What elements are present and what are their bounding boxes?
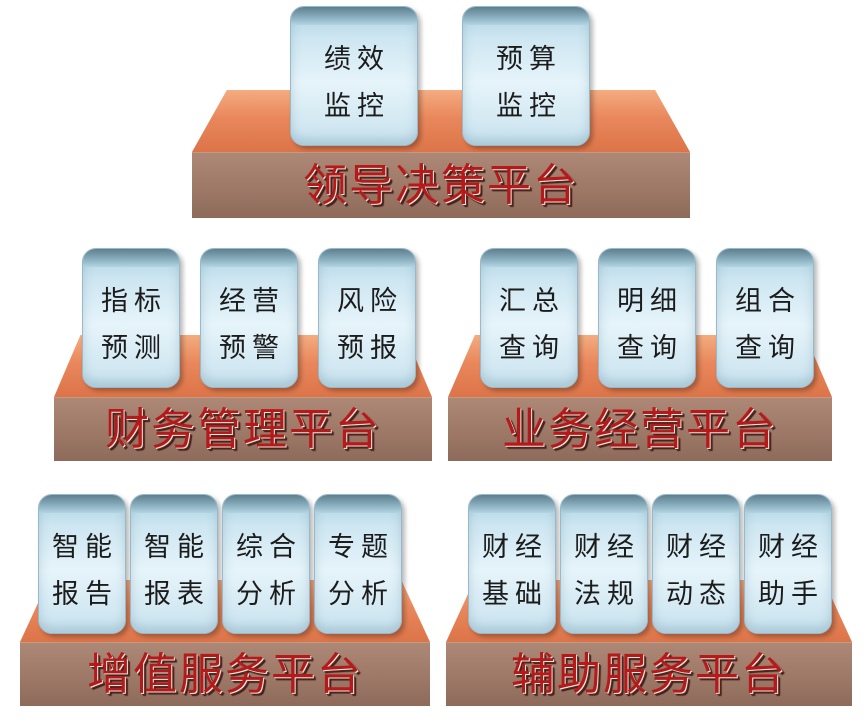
module-box-smart-statement[interactable]: 智能 报表 bbox=[130, 494, 218, 634]
module-line: 财经 bbox=[758, 532, 824, 564]
module-line: 预算 bbox=[496, 44, 562, 76]
module-box-comprehensive-analysis[interactable]: 综合 分析 bbox=[222, 494, 310, 634]
platform-top-face bbox=[192, 90, 690, 152]
module-line: 报告 bbox=[52, 578, 118, 610]
module-line: 查询 bbox=[499, 332, 565, 364]
module-box-finance-regulations[interactable]: 财经 法规 bbox=[560, 494, 648, 634]
module-box-performance-monitoring[interactable]: 绩效 监控 bbox=[290, 6, 418, 146]
module-line: 监控 bbox=[324, 90, 390, 122]
module-box-combined-query[interactable]: 组合 查询 bbox=[716, 248, 814, 388]
module-line: 预报 bbox=[337, 332, 403, 364]
module-line: 预测 bbox=[101, 332, 167, 364]
module-line: 助手 bbox=[758, 578, 824, 610]
module-line: 财经 bbox=[482, 532, 548, 564]
platform-label: 领导决策平台 bbox=[303, 159, 579, 211]
module-line: 预警 bbox=[219, 332, 285, 364]
module-box-finance-assistant[interactable]: 财经 助手 bbox=[744, 494, 832, 634]
platform-front-face: 领导决策平台 bbox=[192, 152, 690, 218]
module-line: 汇总 bbox=[499, 286, 565, 318]
platform-label: 增值服务平台 bbox=[87, 648, 363, 700]
module-line: 经营 bbox=[219, 286, 285, 318]
module-box-finance-basics[interactable]: 财经 基础 bbox=[468, 494, 556, 634]
module-line: 分析 bbox=[328, 578, 394, 610]
module-line: 监控 bbox=[496, 90, 562, 122]
module-box-summary-query[interactable]: 汇总 查询 bbox=[480, 248, 578, 388]
platform-front-face: 财务管理平台 bbox=[54, 397, 432, 461]
module-line: 智能 bbox=[52, 532, 118, 564]
module-box-risk-report[interactable]: 风险 预报 bbox=[318, 248, 416, 388]
module-line: 基础 bbox=[482, 578, 548, 610]
platform-front-face: 业务经营平台 bbox=[448, 397, 832, 461]
module-box-budget-monitoring[interactable]: 预算 监控 bbox=[462, 6, 590, 146]
module-line: 查询 bbox=[735, 332, 801, 364]
module-line: 综合 bbox=[236, 532, 302, 564]
module-line: 查询 bbox=[617, 332, 683, 364]
platform-leadership-decision: 领导决策平台 bbox=[192, 90, 690, 218]
platform-label: 财务管理平台 bbox=[105, 403, 381, 455]
module-line: 专题 bbox=[328, 532, 394, 564]
module-line: 指标 bbox=[101, 286, 167, 318]
module-line: 财经 bbox=[666, 532, 732, 564]
module-line: 组合 bbox=[735, 286, 801, 318]
module-line: 绩效 bbox=[324, 44, 390, 76]
module-line: 动态 bbox=[666, 578, 732, 610]
platform-label: 业务经营平台 bbox=[502, 403, 778, 455]
module-box-finance-news[interactable]: 财经 动态 bbox=[652, 494, 740, 634]
module-line: 智能 bbox=[144, 532, 210, 564]
module-line: 财经 bbox=[574, 532, 640, 564]
module-box-detail-query[interactable]: 明细 查询 bbox=[598, 248, 696, 388]
platform-front-face: 辅助服务平台 bbox=[446, 642, 852, 706]
module-box-operation-warning[interactable]: 经营 预警 bbox=[200, 248, 298, 388]
module-box-smart-report[interactable]: 智能 报告 bbox=[38, 494, 126, 634]
platform-label: 辅助服务平台 bbox=[511, 648, 787, 700]
module-line: 明细 bbox=[617, 286, 683, 318]
module-line: 报表 bbox=[144, 578, 210, 610]
module-box-indicator-forecast[interactable]: 指标 预测 bbox=[82, 248, 180, 388]
module-line: 风险 bbox=[337, 286, 403, 318]
module-line: 分析 bbox=[236, 578, 302, 610]
platform-front-face: 增值服务平台 bbox=[20, 642, 430, 706]
module-box-topic-analysis[interactable]: 专题 分析 bbox=[314, 494, 402, 634]
module-line: 法规 bbox=[574, 578, 640, 610]
